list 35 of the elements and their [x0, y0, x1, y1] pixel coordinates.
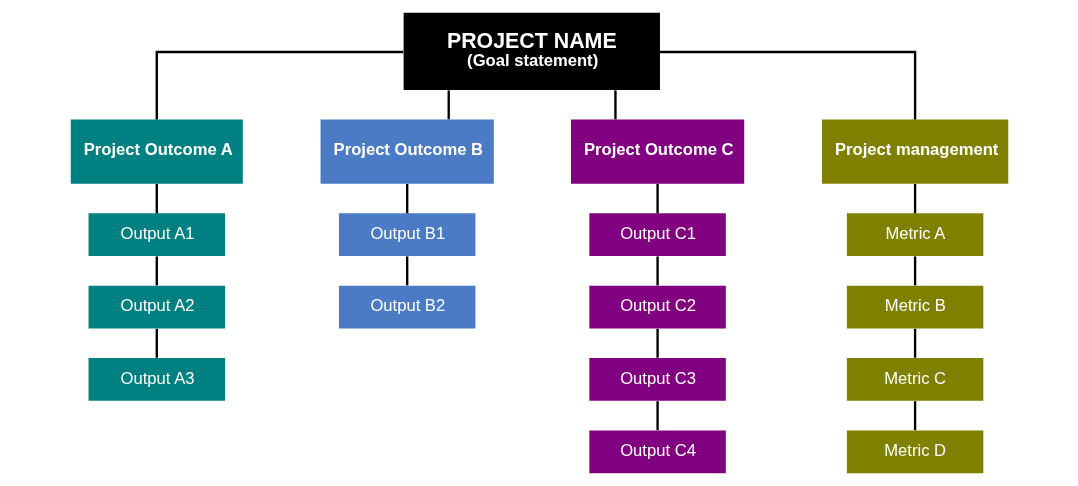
connector	[155, 328, 158, 358]
connector	[613, 90, 617, 120]
connector	[655, 328, 659, 358]
node-box: Project Outcome C	[570, 119, 744, 184]
node-box: Output C4	[588, 430, 726, 474]
connector	[155, 183, 158, 214]
connector	[155, 50, 403, 120]
connector	[405, 183, 408, 214]
node-box: Output A1	[88, 213, 225, 257]
connector	[655, 401, 659, 431]
connector	[659, 50, 916, 120]
node-box: Output A3	[88, 358, 225, 401]
node-box: Metric D	[846, 430, 983, 474]
node-box: Project Outcome A	[70, 119, 243, 184]
node-box: Metric A	[846, 213, 983, 257]
connector	[155, 256, 158, 286]
node-box: Project management	[821, 119, 1008, 184]
connector	[913, 328, 916, 358]
connector	[405, 256, 408, 286]
node-box: Output B1	[338, 213, 475, 257]
node-box: PROJECT NAME (Goal statement)	[403, 12, 660, 90]
node-box: Output B2	[338, 285, 475, 329]
node-box: Output C1	[588, 213, 726, 257]
connector	[913, 256, 916, 286]
node-box: Metric B	[846, 285, 983, 329]
node-box: Metric C	[846, 358, 983, 401]
connector	[655, 183, 659, 214]
connector	[447, 90, 450, 120]
connector	[913, 401, 916, 431]
connector	[655, 256, 659, 286]
node-box: Project Outcome B	[320, 119, 494, 184]
node-box: Output C2	[588, 285, 726, 329]
node-box: Output A2	[88, 285, 225, 329]
node-box: Output C3	[588, 358, 726, 401]
connector	[913, 183, 916, 214]
